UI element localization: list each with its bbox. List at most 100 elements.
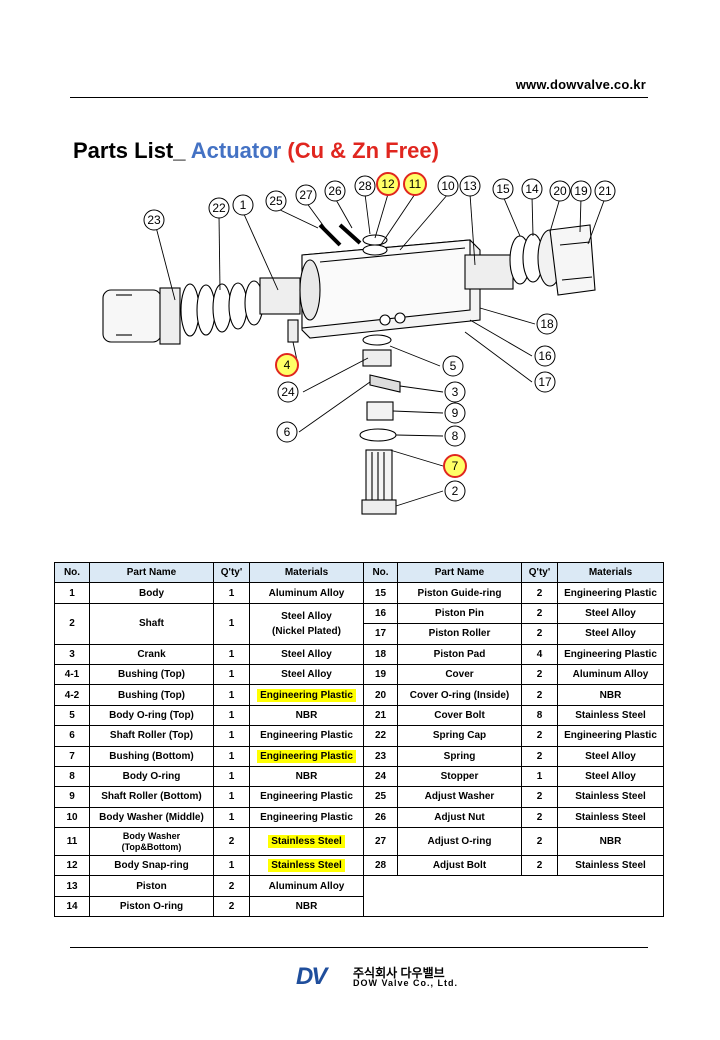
cell-qty: 2 bbox=[213, 895, 250, 918]
callout-16: 16 bbox=[534, 345, 556, 367]
cell-no: 3 bbox=[54, 643, 90, 665]
cell-name: Shaft bbox=[89, 602, 214, 645]
callout-circle bbox=[376, 172, 400, 196]
callout-circle bbox=[444, 480, 466, 502]
cell-name: Spring Cap bbox=[397, 725, 522, 747]
cell-qty: 1 bbox=[213, 663, 250, 686]
callout-circle bbox=[208, 197, 230, 219]
callout-circle bbox=[534, 371, 556, 393]
cell-material-highlighted: Stainless Steel bbox=[249, 827, 364, 857]
callout-number: 11 bbox=[409, 177, 422, 191]
col-part-name: Part Name bbox=[89, 561, 214, 584]
website-url: www.dowvalve.co.kr bbox=[515, 77, 646, 92]
callout-23: 23 bbox=[143, 209, 165, 231]
callout-5: 5 bbox=[442, 355, 464, 377]
table-row: 4-2 Bushing (Top) 1 Engineering Plastic … bbox=[54, 684, 664, 706]
company-name-korean: 주식회사 다우밸브 bbox=[353, 966, 445, 980]
cell-no: 19 bbox=[363, 663, 398, 686]
cell-no: 2 bbox=[54, 602, 90, 645]
callout-9: 9 bbox=[444, 402, 466, 424]
cell-qty: 1 bbox=[213, 855, 250, 877]
cell-name: Body O-ring bbox=[89, 765, 214, 788]
callout-1: 1 bbox=[232, 194, 254, 216]
company-logo: DV 주식회사 다우밸브 DOW Valve Co., Ltd. bbox=[296, 963, 458, 991]
cell-name: Piston Guide-ring bbox=[397, 582, 522, 604]
cell-material: Steel Alloy (Nickel Plated) bbox=[249, 602, 364, 645]
callout-circle bbox=[324, 180, 346, 202]
cell-name: Adjust Bolt bbox=[397, 855, 522, 877]
cell-material: Engineering Plastic bbox=[557, 582, 664, 604]
highlight-text: Engineering Plastic bbox=[257, 688, 356, 702]
cell-no: 21 bbox=[363, 704, 398, 727]
callout-circle bbox=[492, 178, 514, 200]
cell-qty: 1 bbox=[213, 786, 250, 808]
callout-number: 9 bbox=[452, 406, 459, 420]
col-qty: Q'ty' bbox=[213, 561, 250, 584]
cell-qty: 1 bbox=[213, 745, 250, 767]
callout-number: 14 bbox=[525, 182, 539, 196]
cell-no: 20 bbox=[363, 684, 398, 706]
table-row: 2 Shaft 1 Steel Alloy (Nickel Plated) 16… bbox=[54, 602, 664, 645]
callout-number: 27 bbox=[299, 188, 313, 202]
cell-no: 15 bbox=[363, 582, 398, 604]
callout-number: 8 bbox=[452, 429, 459, 443]
callout-number: 20 bbox=[553, 184, 567, 198]
callout-number: 2 bbox=[452, 484, 459, 498]
cell-material: Engineering Plastic bbox=[557, 643, 664, 665]
callout-6: 6 bbox=[276, 421, 298, 443]
callout-22: 22 bbox=[208, 197, 230, 219]
table-row: 12 Body Snap-ring 1 Stainless Steel 28 A… bbox=[54, 855, 664, 877]
cell-material: Stainless Steel bbox=[557, 855, 664, 877]
page-title: Parts List_ Actuator (Cu & Zn Free) bbox=[73, 138, 439, 164]
table-row: 11 Body Washer (Top&Bottom) 2 Stainless … bbox=[54, 827, 664, 857]
callout-circle bbox=[443, 454, 467, 478]
callout-number: 17 bbox=[538, 375, 552, 389]
callout-14: 14 bbox=[521, 178, 543, 200]
highlight-text: Stainless Steel bbox=[268, 835, 345, 849]
callout-number: 28 bbox=[358, 179, 372, 193]
callout-circle bbox=[459, 175, 481, 197]
callout-number: 18 bbox=[540, 317, 554, 331]
table-row: 5 Body O-ring (Top) 1 NBR 21 Cover Bolt … bbox=[54, 704, 664, 727]
callout-10: 10 bbox=[437, 175, 459, 197]
table-row: 1 Body 1 Aluminum Alloy 15 Piston Guide-… bbox=[54, 582, 664, 604]
cell-qty: 1 bbox=[213, 704, 250, 727]
cell-name: Piston Pad bbox=[397, 643, 522, 665]
callout-27: 27 bbox=[295, 184, 317, 206]
cell-qty: 2 bbox=[213, 875, 250, 897]
callout-21: 21 bbox=[594, 180, 616, 202]
cell-name: Cover O-ring (Inside) bbox=[397, 684, 522, 706]
cell-qty: 2 bbox=[521, 725, 558, 747]
title-suffix: (Cu & Zn Free) bbox=[287, 138, 439, 163]
cell-qty: 2 bbox=[521, 602, 558, 625]
cell-no: 23 bbox=[363, 745, 398, 767]
callout-number: 16 bbox=[538, 349, 552, 363]
cell-material: NBR bbox=[249, 895, 364, 918]
cell-qty: 8 bbox=[521, 704, 558, 727]
cell-material: Aluminum Alloy bbox=[249, 875, 364, 897]
cell-no: 5 bbox=[54, 704, 90, 727]
cell-no: 1 bbox=[54, 582, 90, 604]
cell-qty: 1 bbox=[213, 725, 250, 747]
callout-circle bbox=[570, 180, 592, 202]
cell-name: Adjust Nut bbox=[397, 806, 522, 829]
callout-circle bbox=[265, 190, 287, 212]
title-prefix: Parts List_ bbox=[73, 138, 186, 163]
cell-material: Steel Alloy bbox=[557, 765, 664, 788]
cell-material: Stainless Steel bbox=[557, 806, 664, 829]
cell-qty: 1 bbox=[213, 582, 250, 604]
callout-2: 2 bbox=[444, 480, 466, 502]
cell-no: 17 bbox=[363, 623, 398, 645]
cell-name: Stopper bbox=[397, 765, 522, 788]
col-no: No. bbox=[54, 561, 90, 584]
callout-circle bbox=[354, 175, 376, 197]
cell-material: Steel Alloy bbox=[557, 745, 664, 767]
cell-material-highlighted: Stainless Steel bbox=[249, 855, 364, 877]
cell-no: 14 bbox=[54, 895, 90, 918]
cell-no: 26 bbox=[363, 806, 398, 829]
table-row: 13 Piston 2 Aluminum Alloy bbox=[54, 875, 664, 918]
material-line-2: (Nickel Plated) bbox=[272, 625, 341, 637]
cell-name: Bushing (Top) bbox=[89, 663, 214, 686]
cell-no: 13 bbox=[54, 875, 90, 897]
